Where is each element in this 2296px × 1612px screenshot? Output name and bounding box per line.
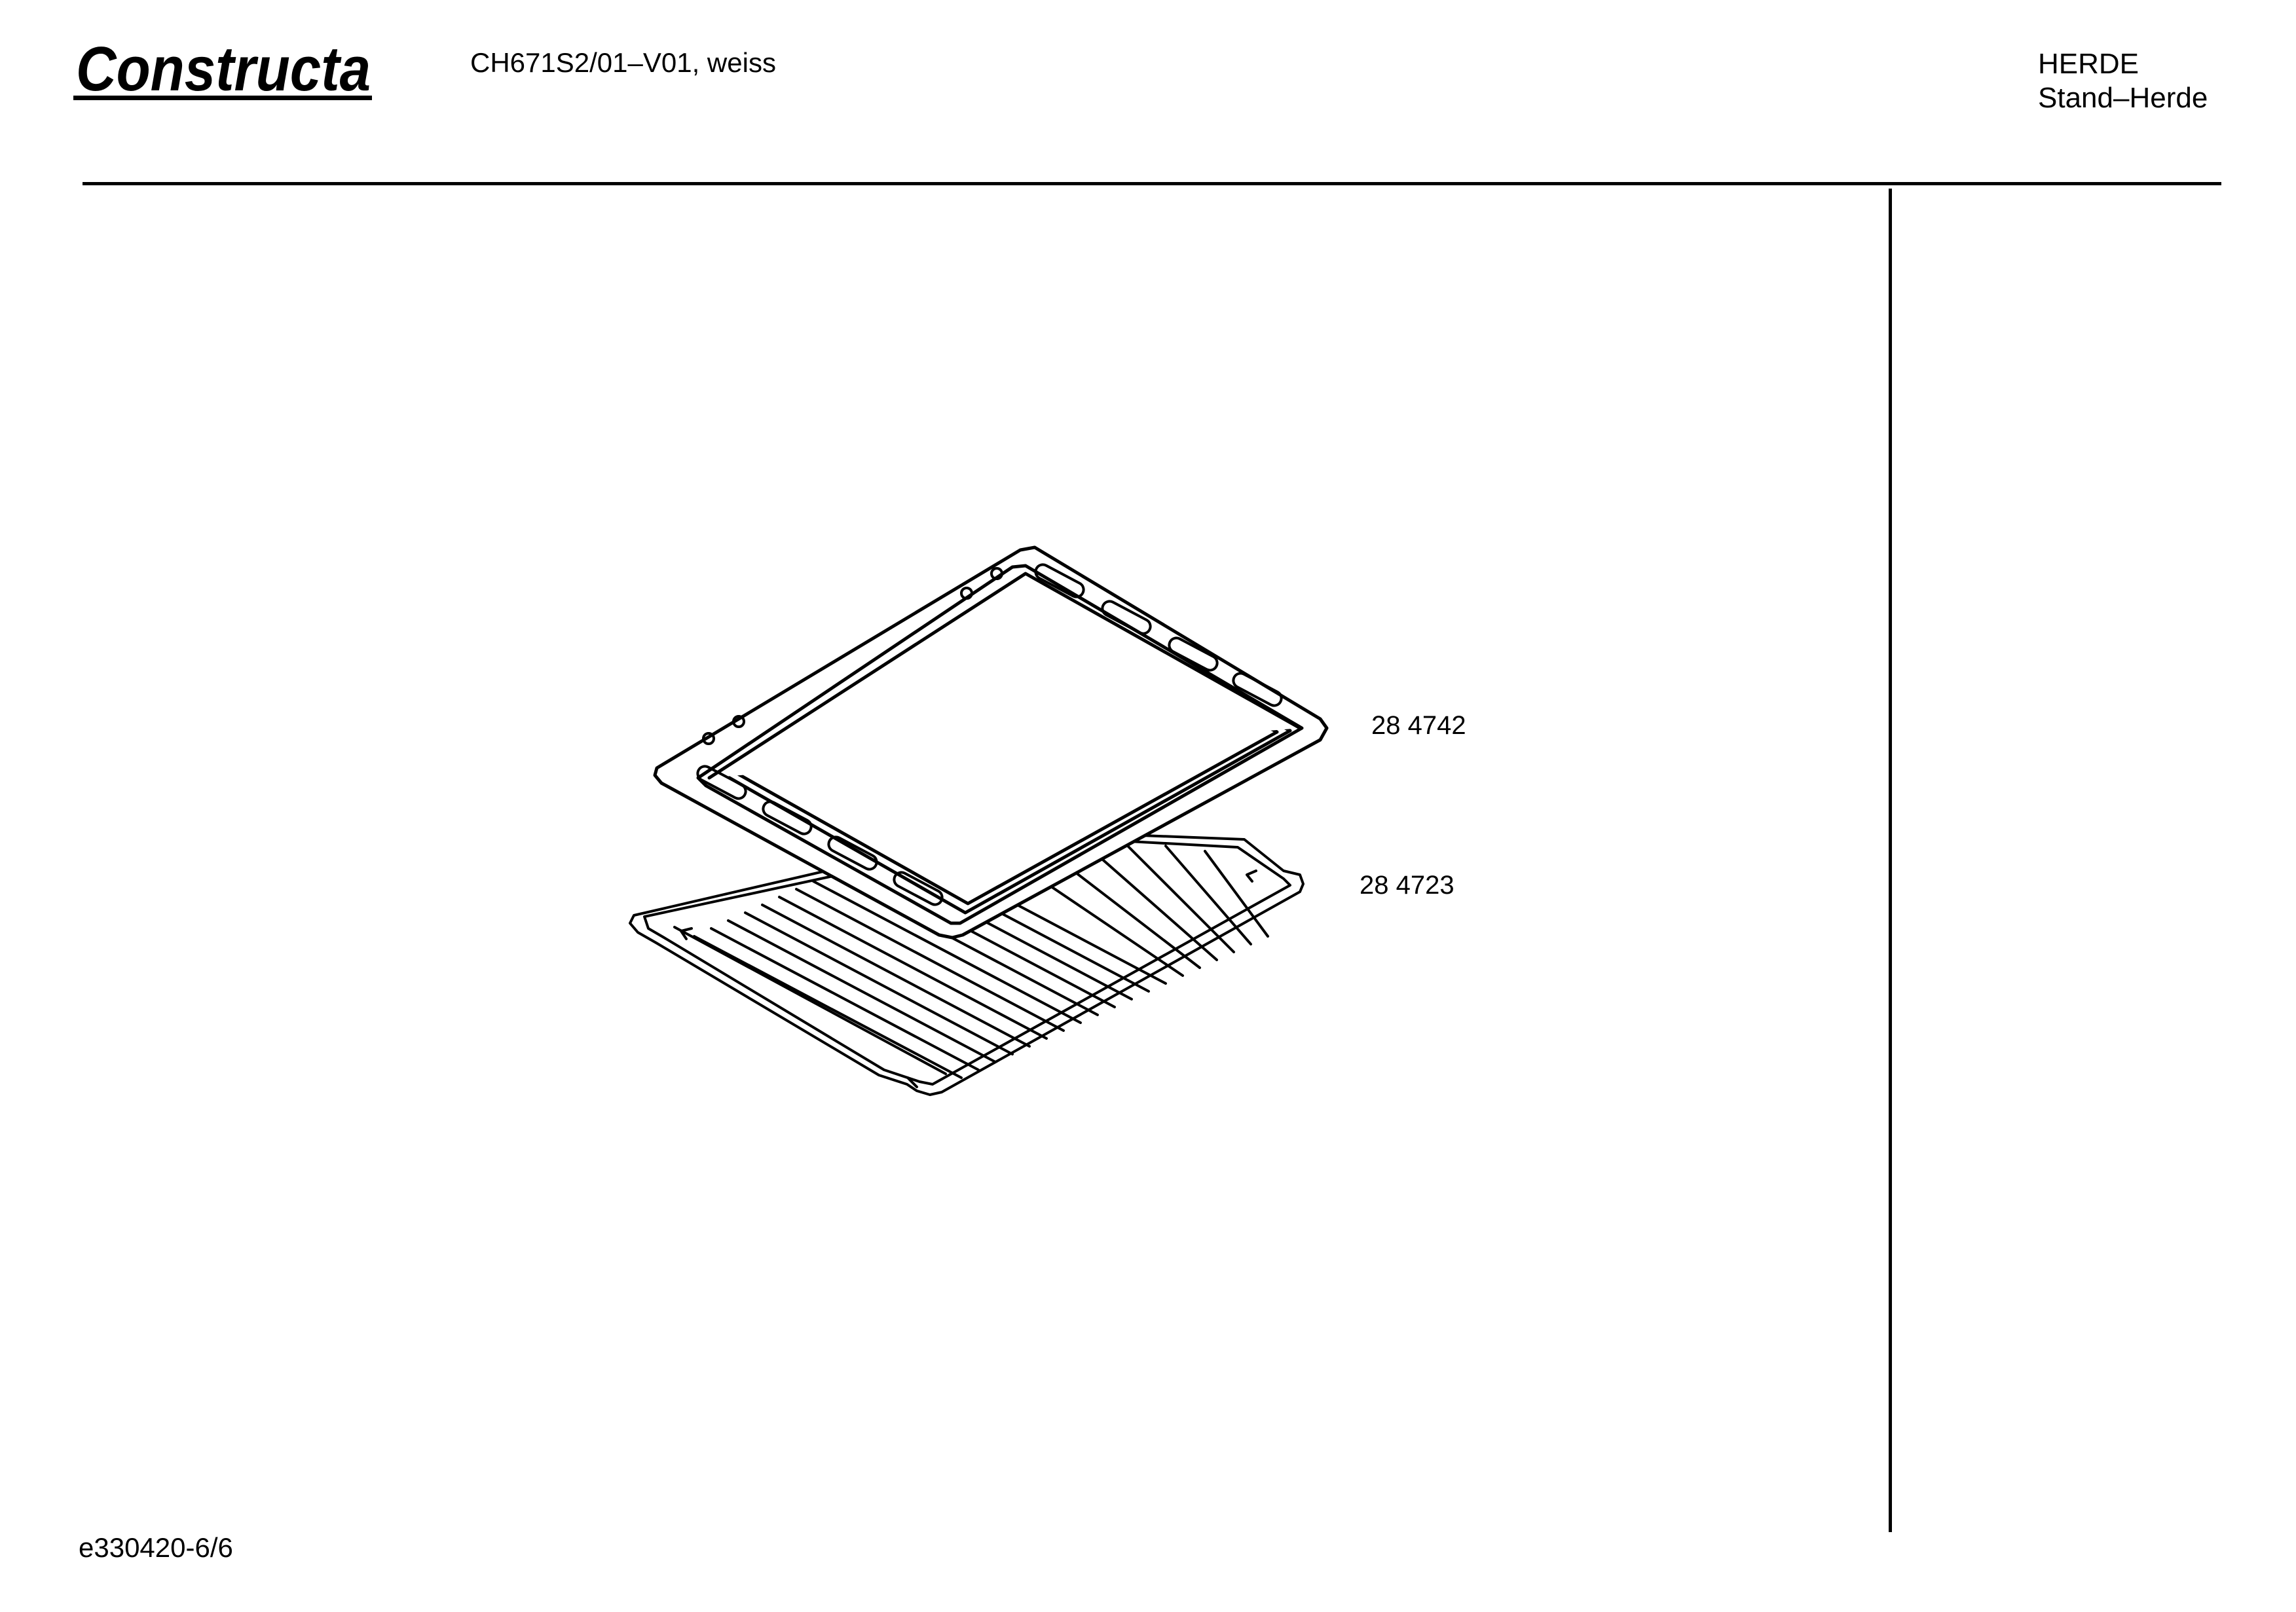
tray-holes xyxy=(702,567,1003,745)
category: HERDE Stand–Herde xyxy=(2038,47,2208,115)
part-number-tray: 28 4742 xyxy=(1371,711,1466,740)
tray-slots xyxy=(696,563,1283,906)
constructa-logo: Constructa xyxy=(73,34,372,104)
category-sub: Stand–Herde xyxy=(2038,82,2208,114)
category-main: HERDE xyxy=(2038,48,2139,80)
part-number-rack: 28 4723 xyxy=(1360,871,1454,900)
model-title: CH671S2/01–V01, weiss xyxy=(470,47,776,78)
document-id: e330420-6/6 xyxy=(79,1532,233,1563)
baking-tray xyxy=(653,545,1329,940)
vertical-divider xyxy=(1889,189,1892,1532)
svg-text:Constructa: Constructa xyxy=(76,34,371,104)
header-divider xyxy=(83,182,2221,185)
